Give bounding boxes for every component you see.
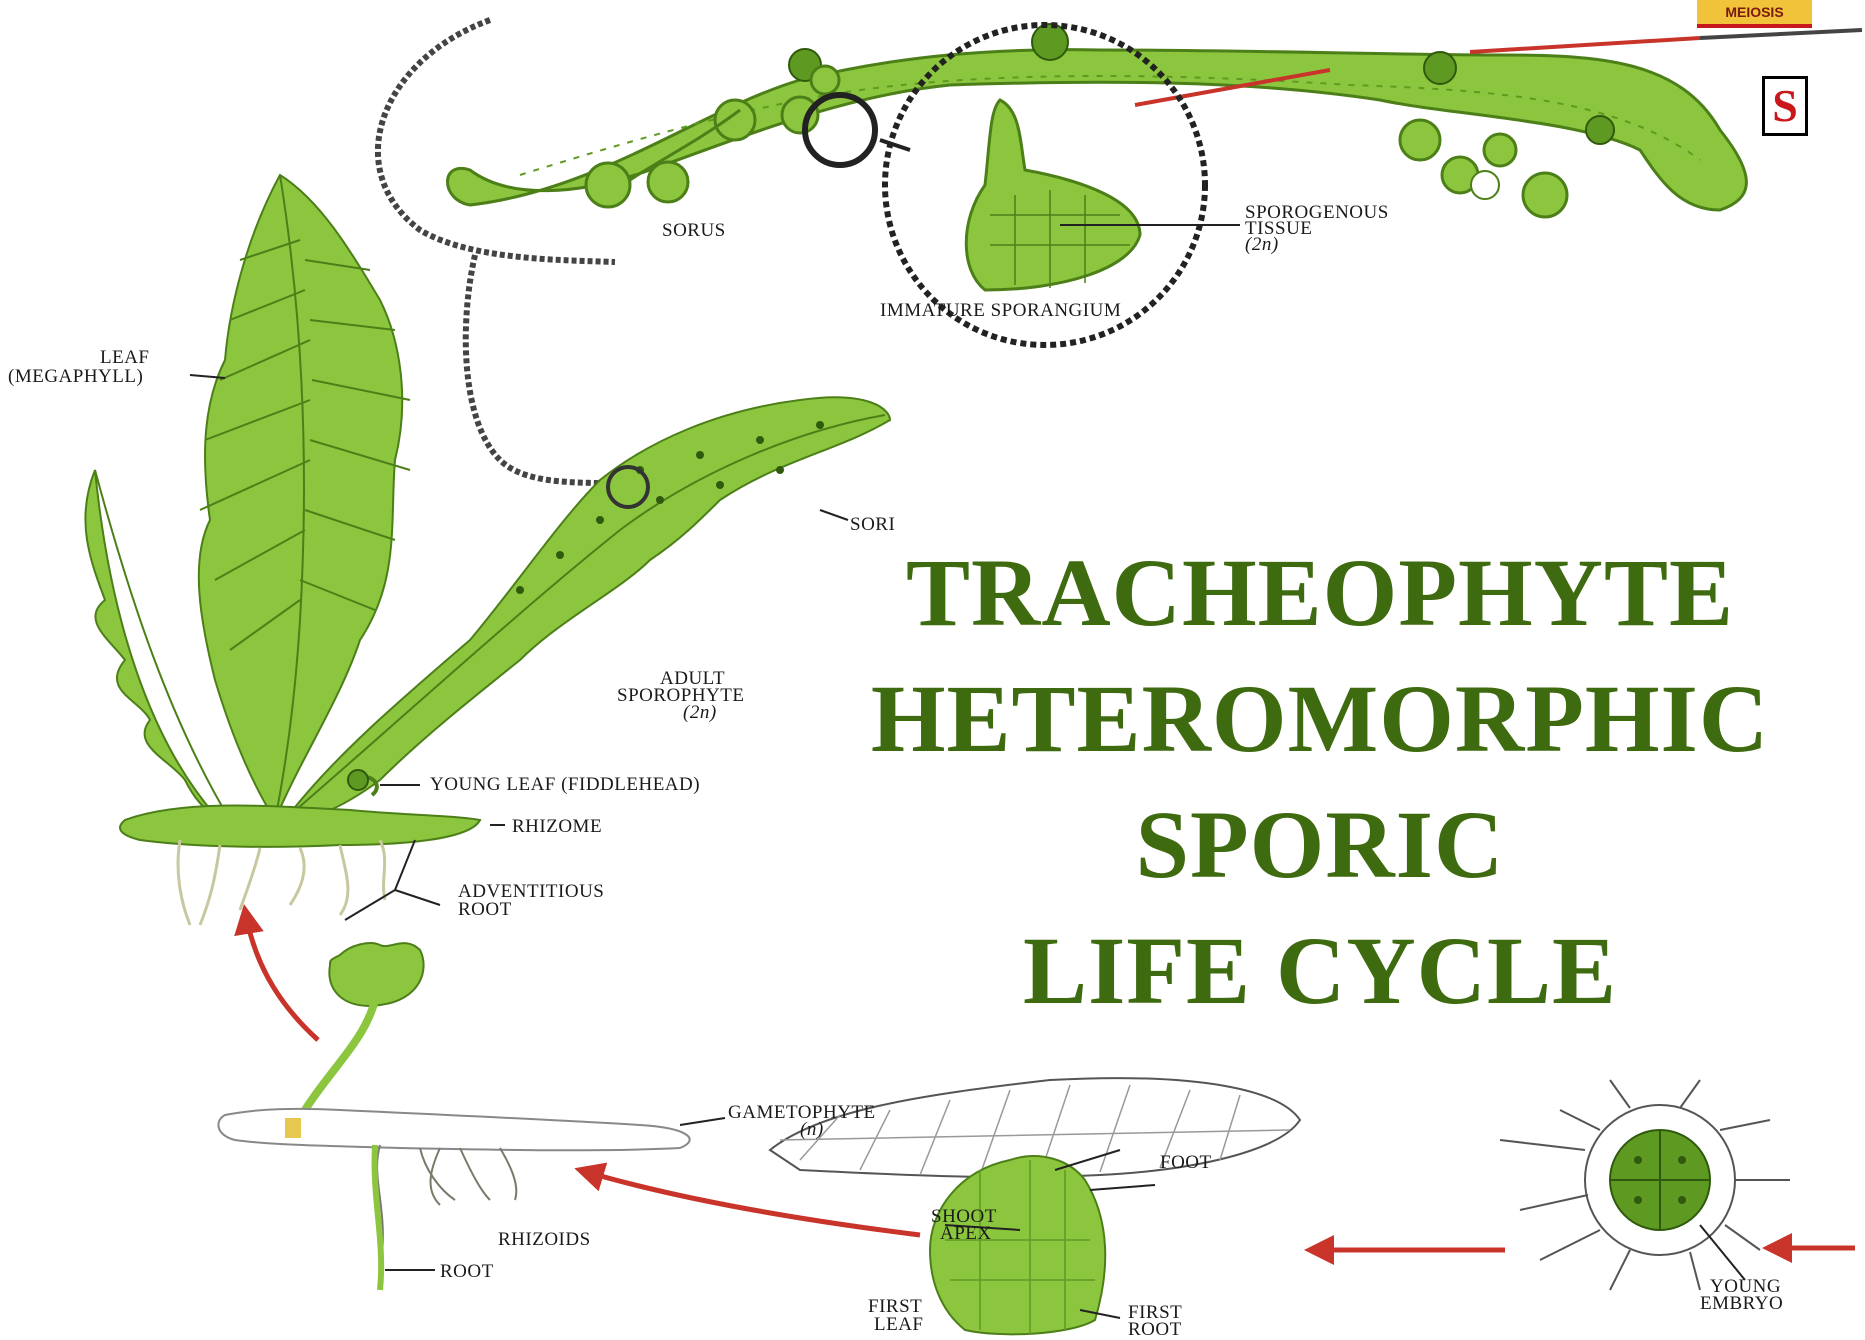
title-line-1: TRACHEOPHYTE	[780, 530, 1860, 656]
label-adventitious-2: ROOT	[458, 899, 512, 920]
label-immature-sporangium: IMMATURE SPORANGIUM	[880, 300, 1121, 321]
meiosis-pointer-line	[1470, 38, 1700, 52]
label-adult-2: SPOROPHYTE	[617, 685, 744, 706]
sorus-sporangia-right	[1400, 120, 1567, 217]
zoom-connector-arc	[378, 20, 615, 262]
diagram-title: TRACHEOPHYTE HETEROMORPHIC SPORIC LIFE C…	[780, 530, 1860, 1034]
label-first-leaf-2: LEAF	[874, 1314, 924, 1335]
label-first-root-2: ROOT	[1128, 1319, 1182, 1340]
title-line-4: LIFE CYCLE	[780, 908, 1860, 1034]
young-embryo-cells	[1500, 1080, 1790, 1290]
label-shoot-apex-2: APEX	[940, 1223, 992, 1244]
label-root: ROOT	[440, 1261, 494, 1282]
label-leaf-1: LEAF	[100, 347, 150, 368]
label-gametophyte-2: (n)	[800, 1119, 824, 1140]
label-rhizoids: RHIZOIDS	[498, 1229, 591, 1250]
label-adult-3: (2n)	[683, 702, 717, 723]
young-sporophyte-on-gametophyte	[218, 943, 725, 1290]
sorus-sporangia-left	[586, 66, 875, 207]
arrow-to-young-sporophyte	[580, 1170, 920, 1235]
s-logo-badge: S	[1762, 76, 1808, 136]
title-line-2: HETEROMORPHIC	[780, 656, 1860, 782]
label-young-embryo-2: EMBRYO	[1700, 1293, 1783, 1314]
label-sporogenous-3: (2n)	[1245, 234, 1279, 255]
adult-sporophyte-fern	[85, 175, 890, 925]
label-young-leaf: YOUNG LEAF (FIDDLEHEAD)	[430, 774, 700, 795]
arrow-to-adult	[245, 910, 318, 1040]
label-sorus: SORUS	[662, 220, 726, 241]
label-leaf-2: (MEGAPHYLL)	[8, 366, 143, 387]
meiosis-tag: MEIOSIS	[1697, 0, 1812, 28]
label-foot: FOOT	[1160, 1152, 1212, 1173]
title-line-3: SPORIC	[780, 782, 1860, 908]
label-rhizome: RHIZOME	[512, 816, 602, 837]
